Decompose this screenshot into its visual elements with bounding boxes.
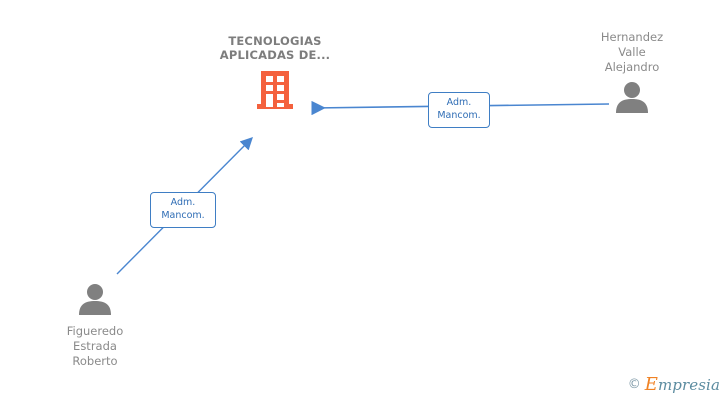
- company-node[interactable]: TECNOLOGIAS APLICADAS DE...: [185, 34, 365, 111]
- relation-label-left[interactable]: Adm. Mancom.: [150, 192, 216, 228]
- watermark: © Empresia: [628, 374, 720, 395]
- person-node-right[interactable]: Hernandez Valle Alejandro: [552, 30, 712, 113]
- person-icon: [79, 284, 111, 315]
- building-icon: [257, 71, 293, 109]
- person-icon: [616, 82, 648, 113]
- person-name-left: Figueredo Estrada Roberto: [66, 324, 124, 368]
- company-title: TECNOLOGIAS APLICADAS DE...: [219, 34, 331, 62]
- brand-initial: E: [644, 374, 658, 395]
- copyright-icon: ©: [627, 377, 641, 392]
- company-icon-wrap: [185, 69, 365, 111]
- person-name-right: Hernandez Valle Alejandro: [600, 30, 664, 74]
- person-icon-wrap-right: [552, 81, 712, 113]
- brand-name: Empresia: [645, 374, 720, 395]
- brand-rest: mpresia: [657, 376, 720, 394]
- person-icon-wrap-left: [15, 283, 175, 315]
- person-node-left[interactable]: Figueredo Estrada Roberto: [15, 283, 175, 369]
- relation-label-right[interactable]: Adm. Mancom.: [428, 92, 490, 128]
